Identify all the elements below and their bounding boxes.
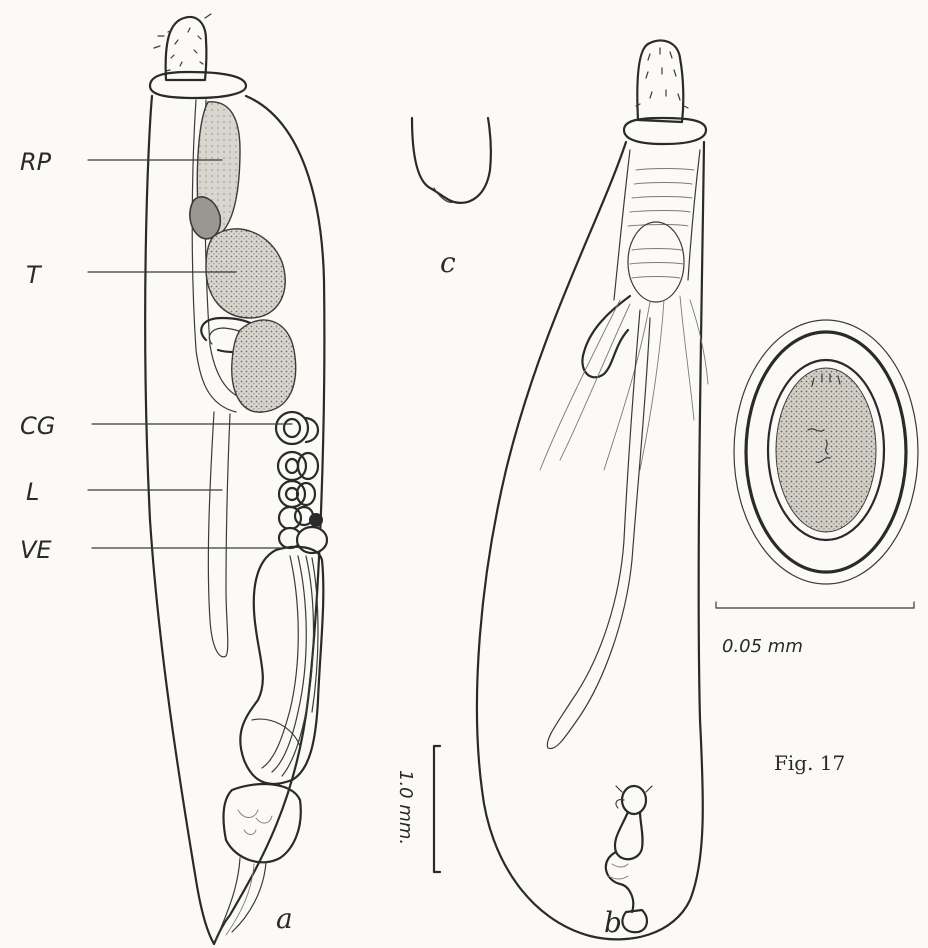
specimen-b-retractor-fibers <box>540 296 708 470</box>
label-rp: RP <box>20 148 52 176</box>
panel-letter-b: b <box>604 906 622 939</box>
label-t: T <box>26 261 43 289</box>
specimen-a <box>145 14 327 944</box>
specimen-b-receptacle <box>614 150 700 300</box>
figure-caption: Fig. 17 <box>774 751 845 775</box>
specimen-b-body-outline <box>477 142 704 939</box>
specimen-a-lemniscus-long <box>208 412 230 657</box>
specimen-b-lemniscus-loop <box>582 296 630 377</box>
specimen-a-neck-collar <box>150 72 246 98</box>
specimen-a-proboscis <box>166 17 207 80</box>
body-scale-bar: 1.0 mm. <box>395 746 440 872</box>
egg-scale-bar-line <box>716 602 914 608</box>
specimen-b-proboscis-sac <box>628 222 684 302</box>
label-l: L <box>26 478 39 506</box>
specimen-b: b <box>477 40 708 939</box>
body-scale-bar-line <box>434 746 440 872</box>
label-cg: CG <box>20 412 55 440</box>
specimen-a-cement-glands <box>276 412 327 553</box>
egg-scale-bar: 0.05 mm <box>716 602 914 657</box>
specimen-a-tract-striations <box>262 556 318 776</box>
egg <box>734 320 918 584</box>
detail-c: c <box>412 118 491 279</box>
egg-scale-bar-label: 0.05 mm <box>722 636 803 657</box>
detail-c-outline <box>412 118 491 203</box>
panel-letter-c: c <box>440 246 456 279</box>
label-ve: VE <box>20 536 52 564</box>
body-scale-bar-label: 1.0 mm. <box>395 770 416 845</box>
panel-letter-a: a <box>276 902 293 935</box>
specimen-a-dark-spot <box>309 513 323 527</box>
specimen-a-posterior-duct <box>216 858 266 940</box>
